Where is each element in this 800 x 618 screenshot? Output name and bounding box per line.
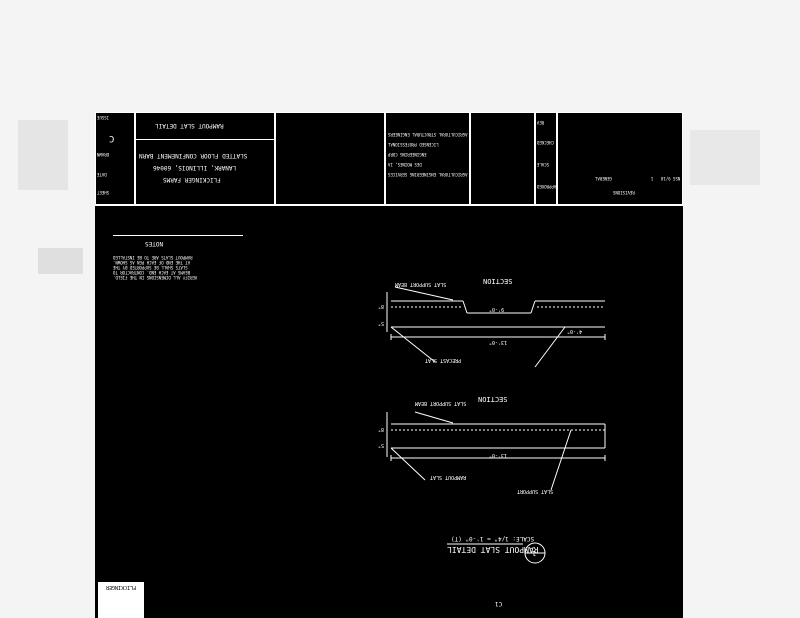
page-mark: C1 (495, 600, 503, 607)
section-1-span: 9'-0" (489, 306, 505, 312)
section-drawings (386, 286, 606, 564)
section-2-height-a: 8" (378, 426, 385, 432)
blank-cell (275, 112, 385, 205)
section-1-height-b: 5" (378, 320, 385, 326)
drawing-sheet: ISSUE DRAWN DATE SHEET C RAMPOUT SLAT DE… (95, 112, 683, 618)
logo-label: FLICKINGER (105, 584, 137, 590)
section-2-title: SECTION (478, 395, 508, 403)
section-1-title: SECTION (483, 277, 513, 285)
section-1-right-dim: 4'-0" (567, 328, 583, 334)
section-1-drawing (386, 286, 606, 368)
notes-rule (113, 235, 243, 236)
scan-artifact (18, 120, 68, 190)
section-2-drawing (386, 411, 606, 491)
section-2-leader-label: SLAT SUPPORT BEAM (415, 400, 467, 406)
firm-cell (385, 112, 470, 205)
company-logo: FLICKINGER (98, 582, 144, 618)
detail-title: RAMPOUT SLAT DETAIL (447, 545, 539, 554)
section-1-height-a: 8" (378, 303, 385, 309)
title-block: ISSUE DRAWN DATE SHEET C RAMPOUT SLAT DE… (95, 112, 683, 206)
section-2-height-b: 5" (378, 442, 385, 448)
scan-artifact (690, 130, 760, 185)
sheet-id-cell (95, 112, 135, 205)
section-2-bottom-note-left: RAMPOUT SLAT (430, 474, 467, 480)
section-2-overall-dim: 13'-0" (489, 452, 508, 458)
section-1-bottom-note: PRECAST SLAT (425, 357, 462, 363)
section-2-bottom-note-right: SLAT SUPPORT (517, 488, 554, 494)
seal-cell (470, 112, 535, 205)
labels-cell (535, 112, 557, 205)
drawing-title-cell (135, 112, 275, 140)
section-1-overall-dim: 13'-0" (489, 339, 508, 345)
section-1-leader-label: SLAT SUPPORT BEAM (395, 281, 447, 287)
detail-scale: SCALE: 1/4" = 1'-0" (T) (451, 535, 535, 542)
scan-artifact (38, 248, 83, 274)
revisions-cell (557, 112, 683, 205)
